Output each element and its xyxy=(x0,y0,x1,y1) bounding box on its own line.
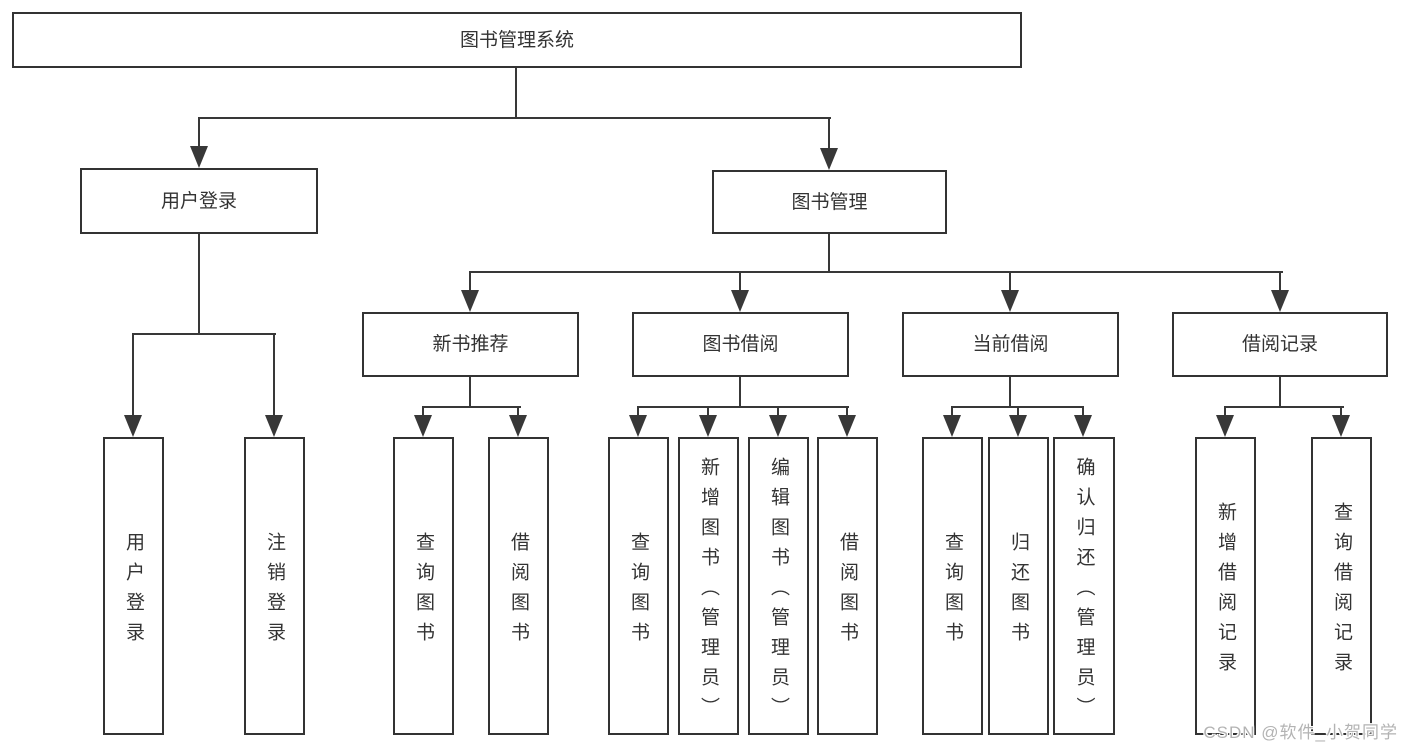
csdn-watermark: CSDN @软件_小贺同学 xyxy=(1203,723,1398,742)
connector-vline xyxy=(1017,406,1019,417)
connector-hline xyxy=(132,333,276,335)
connector-vline xyxy=(1009,271,1011,292)
leaf-user-login: 用户登录 xyxy=(103,437,164,735)
node-user-login-label: 用户登录 xyxy=(160,190,237,212)
connector-vline xyxy=(739,377,741,408)
node-library-management-system-label: 图书管理系统 xyxy=(459,29,574,51)
leaf-add-books-admin-label: 新增图书（管理员） xyxy=(698,456,719,727)
leaf-query-books-newbook: 查询图书 xyxy=(393,437,454,735)
arrow-down-icon xyxy=(414,415,432,437)
connector-vline xyxy=(846,406,848,417)
leaf-confirm-return-admin: 确认归还（管理员） xyxy=(1053,437,1115,735)
leaf-edit-books-admin-label: 编辑图书（管理员） xyxy=(768,456,789,727)
leaf-borrow-books-newbook-label: 借阅图书 xyxy=(508,531,529,652)
arrow-down-icon xyxy=(943,415,961,437)
connector-vline xyxy=(739,271,741,292)
arrow-down-icon xyxy=(769,415,787,437)
connector-hline xyxy=(469,271,1283,273)
connector-vline xyxy=(517,406,519,417)
leaf-query-books-borrow-label: 查询图书 xyxy=(628,531,649,652)
leaf-borrow-books-newbook: 借阅图书 xyxy=(488,437,549,735)
arrow-down-icon xyxy=(838,415,856,437)
arrow-down-icon xyxy=(1332,415,1350,437)
arrow-down-icon xyxy=(1216,415,1234,437)
connector-hline xyxy=(198,117,831,119)
node-book-management: 图书管理 xyxy=(712,170,947,234)
leaf-borrow-books: 借阅图书 xyxy=(817,437,878,735)
node-new-book-recommendation: 新书推荐 xyxy=(362,312,579,377)
leaf-borrow-books-label: 借阅图书 xyxy=(837,531,858,652)
arrow-down-icon xyxy=(509,415,527,437)
connector-vline xyxy=(1082,406,1084,417)
node-user-login: 用户登录 xyxy=(80,168,318,234)
connector-vline xyxy=(469,271,471,292)
arrow-down-icon xyxy=(124,415,142,437)
leaf-return-books-label: 归还图书 xyxy=(1008,531,1029,652)
connector-vline xyxy=(198,117,200,150)
leaf-edit-books-admin: 编辑图书（管理员） xyxy=(748,437,809,735)
leaf-add-borrow-record-label: 新增借阅记录 xyxy=(1215,501,1236,682)
leaf-return-books: 归还图书 xyxy=(988,437,1049,735)
connector-vline xyxy=(777,406,779,417)
leaf-add-books-admin: 新增图书（管理员） xyxy=(678,437,739,735)
arrow-down-icon xyxy=(629,415,647,437)
leaf-query-borrow-record-label: 查询借阅记录 xyxy=(1331,501,1352,682)
connector-vline xyxy=(132,333,134,417)
connector-vline xyxy=(1224,406,1226,417)
node-new-book-recommendation-label: 新书推荐 xyxy=(432,334,509,355)
leaf-logout: 注销登录 xyxy=(244,437,305,735)
arrow-down-icon xyxy=(699,415,717,437)
connector-vline xyxy=(828,117,830,150)
connector-vline xyxy=(951,406,953,417)
connector-vline xyxy=(1279,377,1281,408)
leaf-query-books-current: 查询图书 xyxy=(922,437,983,735)
leaf-query-books-current-label: 查询图书 xyxy=(942,531,963,652)
connector-hline xyxy=(422,406,521,408)
leaf-user-login-label: 用户登录 xyxy=(123,531,144,652)
node-borrowing-records: 借阅记录 xyxy=(1172,312,1388,377)
connector-hline xyxy=(637,406,849,408)
leaf-query-books-newbook-label: 查询图书 xyxy=(413,531,434,652)
connector-vline xyxy=(1340,406,1342,417)
node-book-borrowing-label: 图书借阅 xyxy=(702,334,779,355)
connector-vline xyxy=(1279,271,1281,292)
node-book-borrowing: 图书借阅 xyxy=(632,312,849,377)
connector-vline xyxy=(422,406,424,417)
leaf-logout-label: 注销登录 xyxy=(264,531,285,652)
arrow-down-icon xyxy=(1271,290,1289,312)
arrow-down-icon xyxy=(731,290,749,312)
node-book-management-label: 图书管理 xyxy=(791,191,868,213)
node-borrowing-records-label: 借阅记录 xyxy=(1241,334,1318,355)
arrow-down-icon xyxy=(265,415,283,437)
connector-vline xyxy=(828,234,830,273)
connector-vline xyxy=(637,406,639,417)
connector-vline xyxy=(515,68,517,118)
arrow-down-icon xyxy=(1074,415,1092,437)
connector-vline xyxy=(469,377,471,408)
arrow-down-icon xyxy=(820,148,838,170)
connector-vline xyxy=(273,333,275,417)
arrow-down-icon xyxy=(190,146,208,168)
leaf-query-borrow-record: 查询借阅记录 xyxy=(1311,437,1372,735)
node-library-management-system: 图书管理系统 xyxy=(12,12,1022,68)
arrow-down-icon xyxy=(1001,290,1019,312)
node-current-borrowing-label: 当前借阅 xyxy=(972,334,1049,355)
connector-hline xyxy=(1224,406,1344,408)
arrow-down-icon xyxy=(461,290,479,312)
connector-vline xyxy=(1009,377,1011,408)
node-current-borrowing: 当前借阅 xyxy=(902,312,1119,377)
leaf-add-borrow-record: 新增借阅记录 xyxy=(1195,437,1256,735)
connector-vline xyxy=(707,406,709,417)
connector-vline xyxy=(198,234,200,335)
leaf-query-books-borrow: 查询图书 xyxy=(608,437,669,735)
arrow-down-icon xyxy=(1009,415,1027,437)
leaf-confirm-return-admin-label: 确认归还（管理员） xyxy=(1073,456,1095,727)
